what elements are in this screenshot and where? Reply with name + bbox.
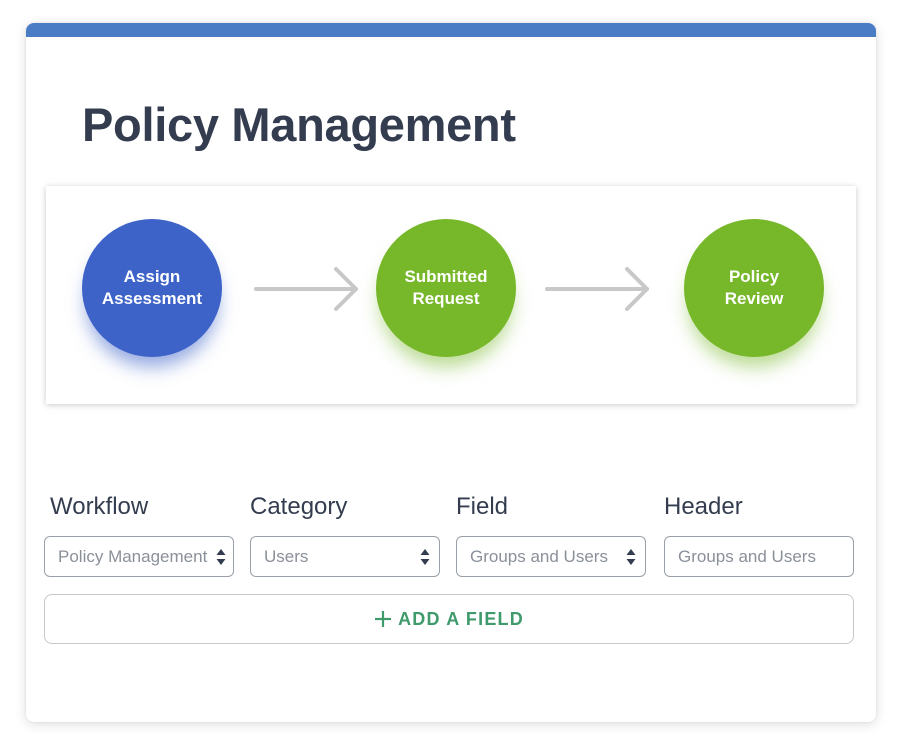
field-label: Field [456, 493, 509, 520]
workflow-diagram: Assign Assessment Submitted Request Poli… [46, 186, 856, 404]
step-label: Policy Review [724, 267, 784, 308]
add-field-button[interactable]: ADD A FIELD [44, 594, 854, 644]
step-policy-review[interactable]: Policy Review [684, 219, 824, 357]
updown-chevron-icon [626, 548, 636, 565]
step-submitted-request[interactable]: Submitted Request [376, 219, 516, 357]
category-select[interactable]: Users [250, 536, 440, 577]
updown-chevron-icon [420, 548, 430, 565]
category-label: Category [250, 493, 348, 520]
step-label: Submitted Request [404, 267, 488, 308]
header-label: Header [664, 493, 743, 520]
header-input[interactable]: Groups and Users [664, 536, 854, 577]
add-field-label: ADD A FIELD [398, 608, 524, 629]
workflow-select-value: Policy Management [58, 546, 208, 566]
step-assign-assessment[interactable]: Assign Assessment [82, 219, 222, 357]
accent-bar [26, 23, 876, 37]
updown-chevron-icon [216, 548, 226, 565]
arrow-right-icon [254, 267, 358, 311]
workflow-select[interactable]: Policy Management [44, 536, 234, 577]
step-label: Assign Assessment [101, 267, 203, 308]
plus-icon [375, 611, 392, 627]
page-title: Policy Management [82, 98, 516, 151]
policy-card: Policy Management Assign Assessment Subm… [26, 23, 876, 722]
field-select-value: Groups and Users [470, 546, 608, 566]
workflow-label: Workflow [50, 493, 149, 520]
field-select[interactable]: Groups and Users [456, 536, 646, 577]
category-select-value: Users [264, 546, 309, 566]
arrow-right-icon [545, 267, 649, 311]
header-input-placeholder: Groups and Users [678, 546, 816, 566]
